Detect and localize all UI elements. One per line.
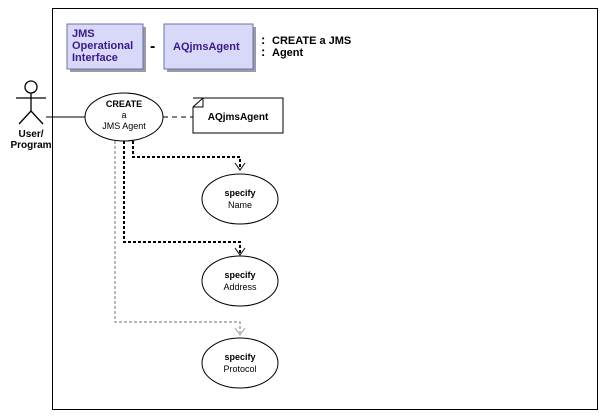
svg-text::: : [261,44,265,59]
header-interface-line-1: JMS [72,28,95,40]
usecase-address-line-2: Address [223,282,257,292]
header-interface-line-2: Operational [72,40,133,52]
diagram-frame [52,8,598,410]
connector-protocol [114,141,241,333]
header-separator: - [150,38,155,55]
actor-label-line-1: User/ [18,129,43,140]
usecase-specify-name: specify Name [201,173,279,225]
connector-address-arrowhead-icon [234,247,246,256]
header-class-box: AQjmsAgent [163,23,256,72]
header-interface-line-3: Interface [72,52,118,64]
header-interface-box: JMS Operational Interface [66,23,146,72]
header-class-label: AQjmsAgent [173,41,240,53]
main-usecase-line-2: a [121,110,126,120]
connector-name [132,141,241,168]
usecase-protocol-line-2: Protocol [223,364,256,374]
actor-label-line-2: Program [10,140,51,151]
header-title-line-1: CREATE a JMS [272,35,351,47]
usecase-specify-address: specify Address [201,255,279,307]
header-colon: : [261,32,265,47]
usecase-protocol-line-1: specify [224,352,255,362]
header-title-line-2: Agent [272,47,304,59]
usecase-name-line-1: specify [224,188,255,198]
usecase-name-line-2: Name [228,200,252,210]
connector-protocol-arrowhead-icon [234,327,246,336]
connector-address [123,141,241,253]
note-label: AQjmsAgent [208,112,269,123]
usecase-address-line-1: specify [224,270,255,280]
usecase-specify-protocol: specify Protocol [201,337,279,389]
connector-name-arrowhead-icon [234,162,246,171]
main-usecase-line-3: JMS Agent [102,121,146,131]
main-usecase: CREATE a JMS Agent [84,92,164,142]
main-usecase-line-1: CREATE [106,99,142,109]
actor-stick-figure-icon [16,80,46,125]
note-box: AQjmsAgent [192,97,284,134]
